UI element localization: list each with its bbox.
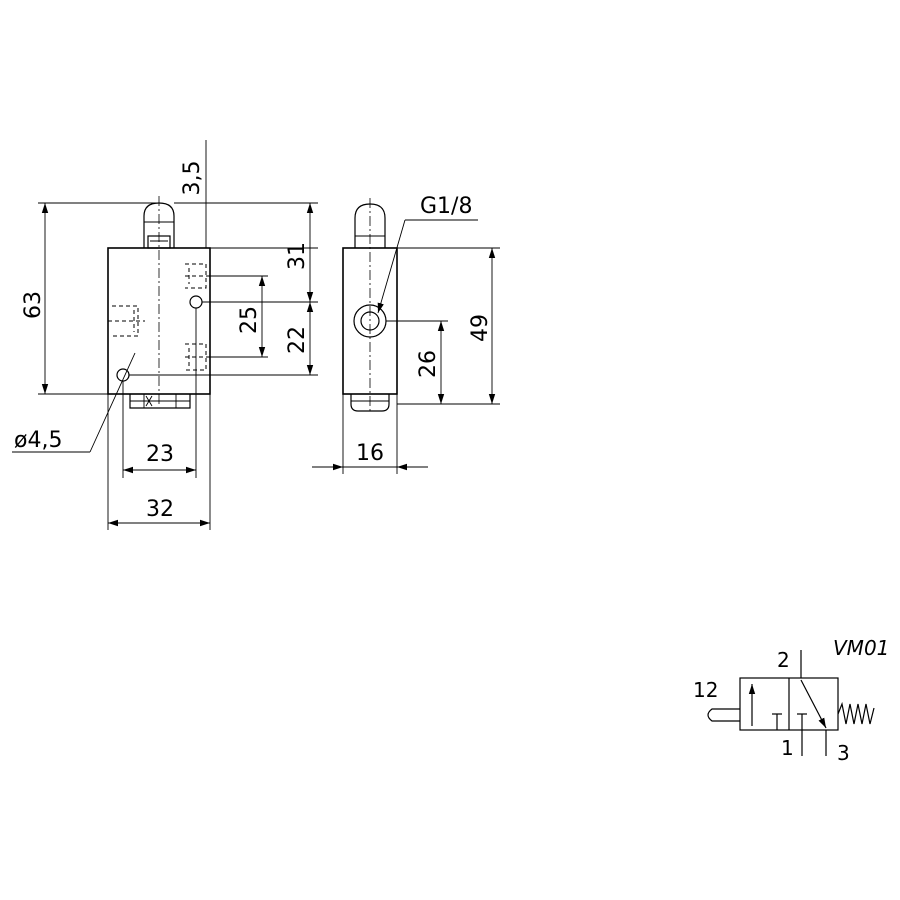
dim-3-5: 3,5 xyxy=(180,161,205,196)
dim-25: 25 xyxy=(237,306,262,334)
port-lower xyxy=(185,343,212,371)
mounting-hole-upper xyxy=(189,295,203,309)
dim-23: 23 xyxy=(146,442,174,467)
port-label-1: 1 xyxy=(781,736,794,760)
dim-26: 26 xyxy=(416,350,441,378)
port-label-2: 2 xyxy=(777,648,790,672)
dim-22: 22 xyxy=(285,326,310,354)
dim-16: 16 xyxy=(356,441,384,466)
symbol-code: VM01 xyxy=(833,636,889,660)
port-upper xyxy=(185,263,212,289)
dim-32: 32 xyxy=(146,497,174,522)
port-side xyxy=(108,305,145,337)
port-thread-inner xyxy=(360,311,380,331)
side-view: G1/8 49 26 16 xyxy=(312,194,500,474)
dim-31: 31 xyxy=(285,242,310,270)
dim-thread: G1/8 xyxy=(420,194,472,219)
dim-49: 49 xyxy=(468,314,493,342)
dim-hole-diameter: ø4,5 xyxy=(14,428,62,453)
pneumatic-symbol: VM01 2 12 1 3 xyxy=(693,636,889,765)
dim-63: 63 xyxy=(21,291,46,319)
spring xyxy=(837,701,875,725)
side-bottom-nut xyxy=(350,394,390,412)
plunger-actuator xyxy=(707,708,740,722)
port-label-3: 3 xyxy=(837,741,850,765)
front-view: 63 3,5 31 25 22 ø4,5 23 32 xyxy=(12,140,318,530)
port-label-12: 12 xyxy=(693,678,718,702)
